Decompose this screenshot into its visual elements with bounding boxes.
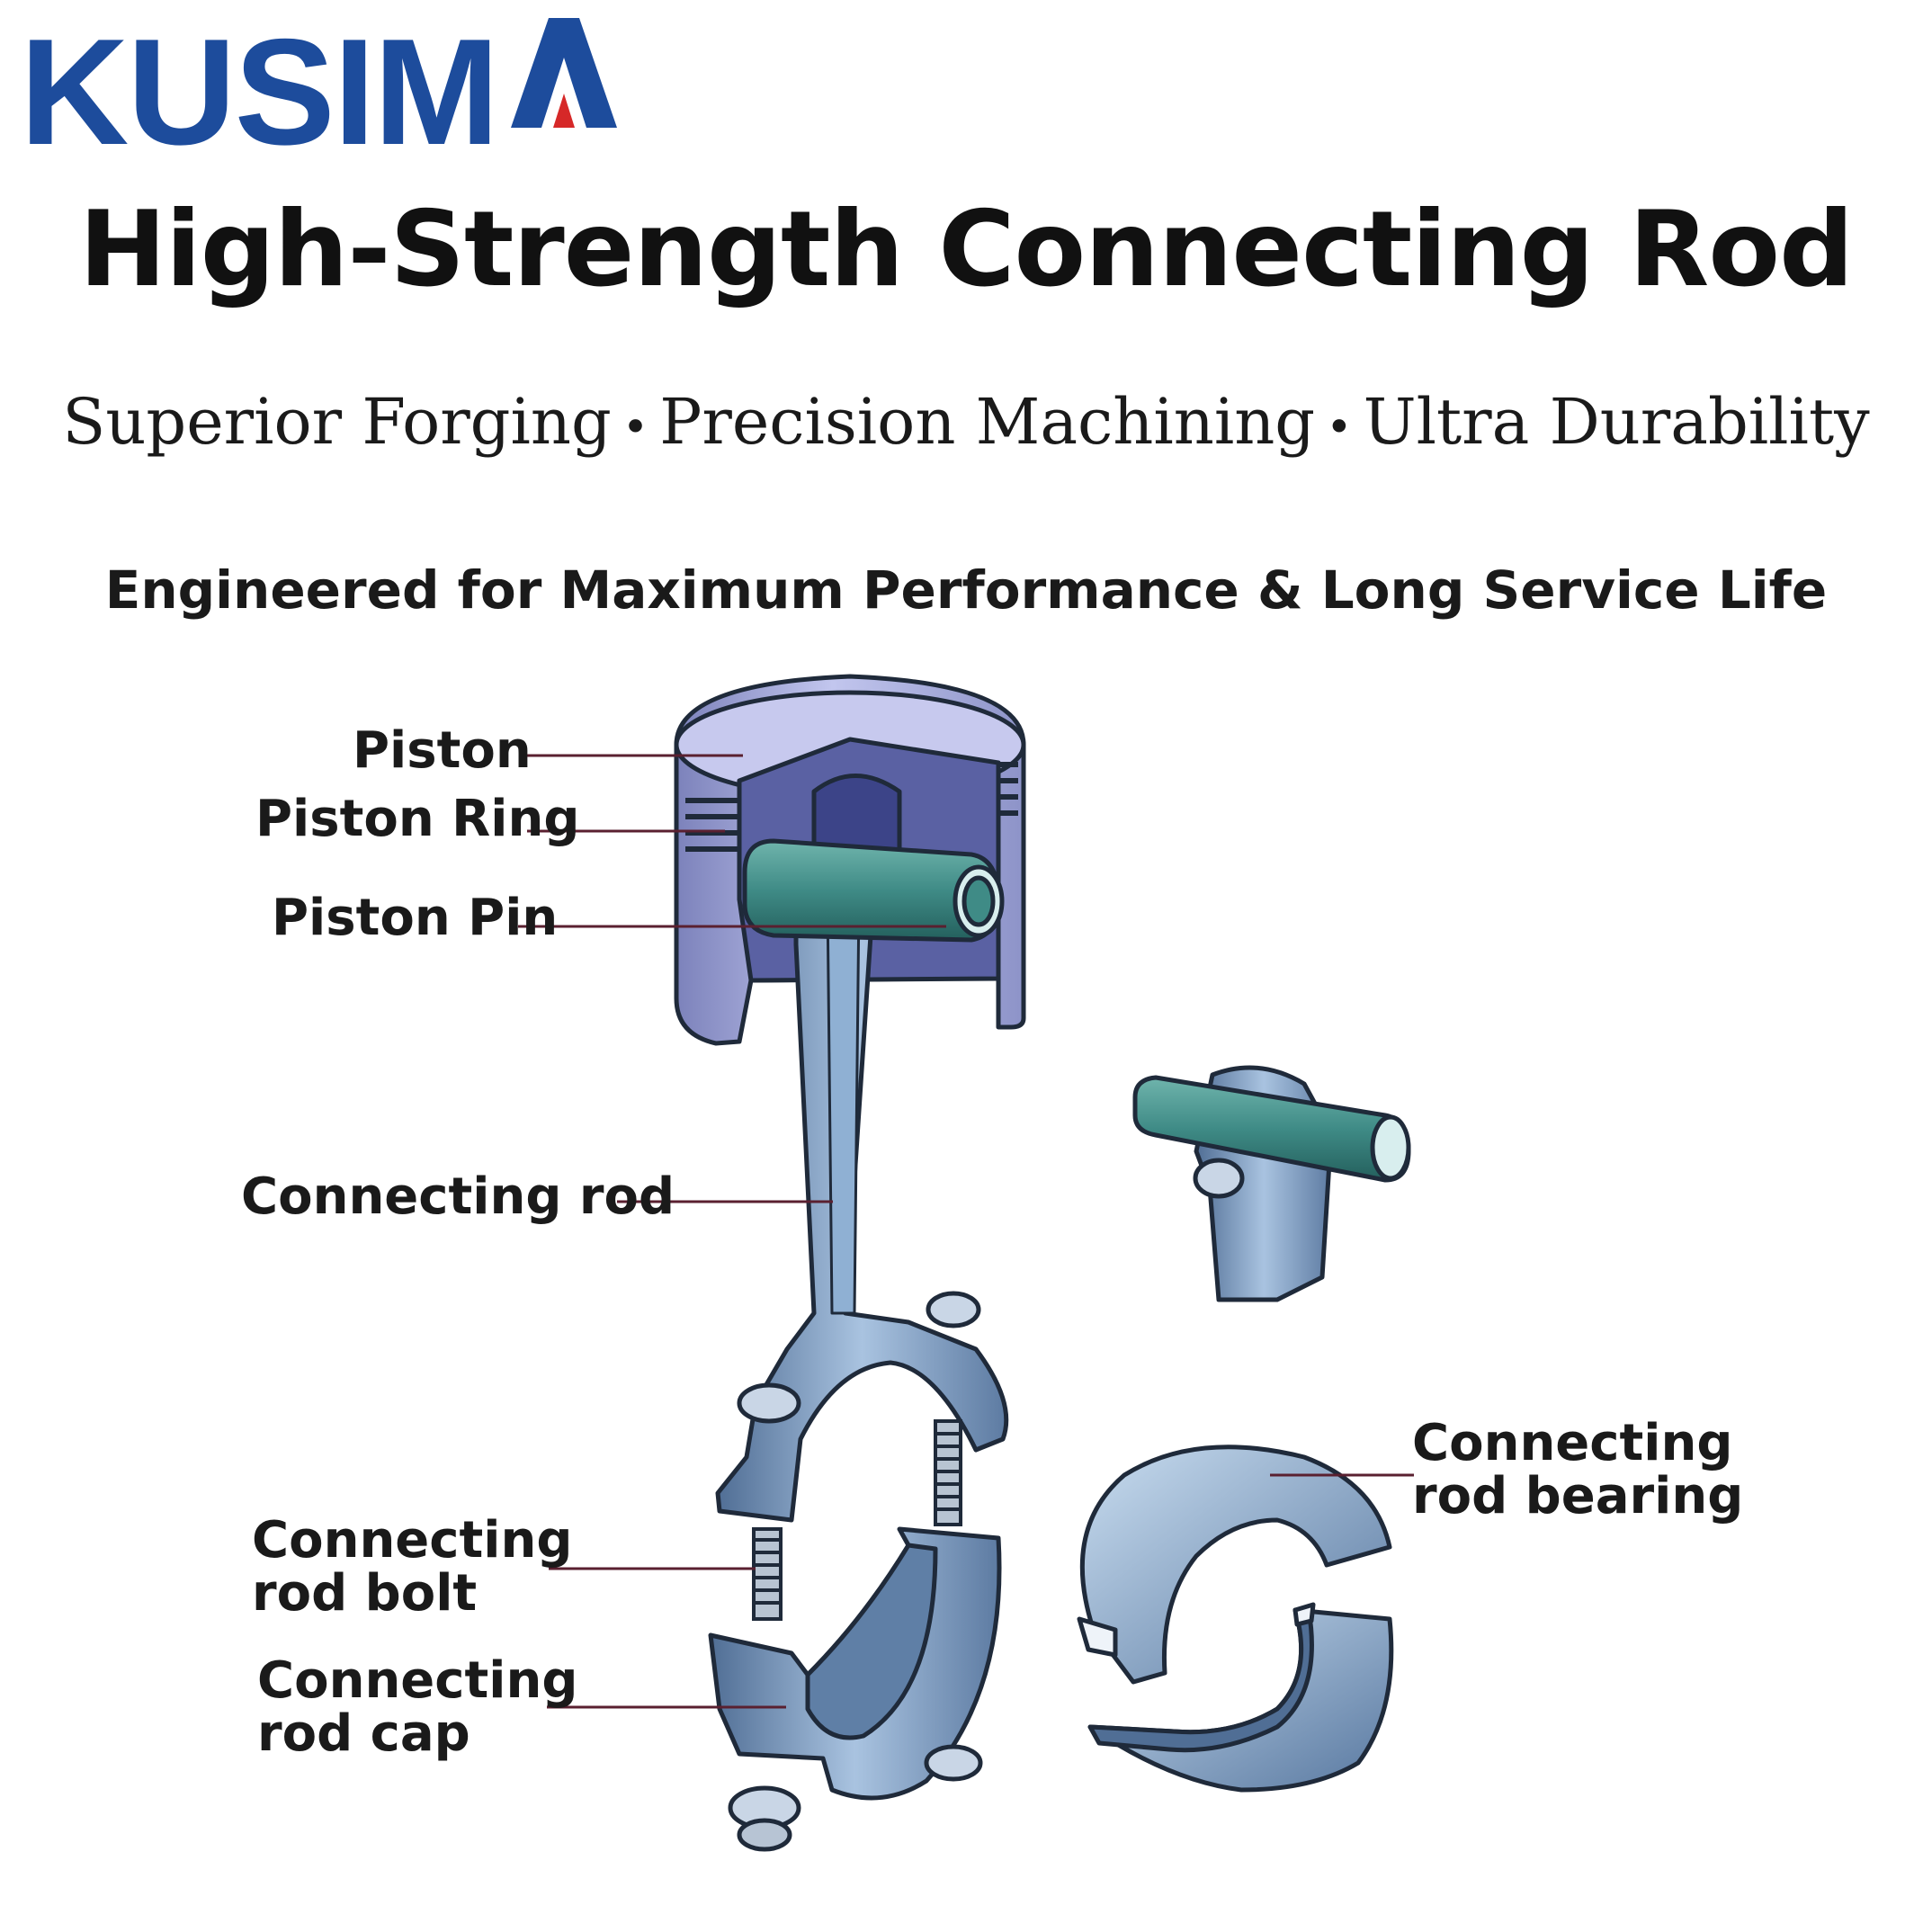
label-piston-ring: Piston Ring	[255, 790, 580, 848]
feature-line: Superior Forging•Precision Machining•Ult…	[0, 385, 1932, 459]
logo-text: KUSIM	[20, 7, 499, 176]
label-rod-bolt-line2: rod bolt	[252, 1563, 478, 1623]
label-piston: Piston	[353, 721, 532, 780]
rod-bolts	[752, 1419, 962, 1621]
page-title: High-Strength Connecting Rod	[78, 189, 1854, 310]
rod-cap-illustration	[708, 1526, 1002, 1852]
feature-machining: Precision Machining	[659, 385, 1316, 459]
rod-bearing-illustration	[1077, 1445, 1394, 1793]
bullet-separator: •	[1326, 401, 1353, 453]
label-rod-bearing-line2: rod bearing	[1412, 1466, 1744, 1525]
leader-lines	[518, 754, 1414, 1709]
tagline: Engineered for Maximum Performance & Lon…	[104, 559, 1828, 621]
feature-forging: Superior Forging	[62, 385, 612, 459]
brand-logo: KUSIM	[20, 16, 499, 167]
label-rod-bearing-line1: Connecting	[1412, 1414, 1733, 1472]
label-rod-cap-line2: rod cap	[257, 1704, 470, 1763]
small-end-detail-illustration	[1132, 1065, 1411, 1302]
logo-a-glyph	[511, 18, 617, 128]
label-rod-cap: Connecting rod cap	[257, 1651, 578, 1763]
label-rod-cap-line1: Connecting	[257, 1651, 578, 1710]
label-connecting-rod: Connecting rod	[241, 1167, 675, 1226]
label-piston-pin: Piston Pin	[272, 889, 559, 947]
connecting-rod-illustration	[715, 838, 1009, 1523]
label-rod-bolt: Connecting rod bolt	[252, 1511, 573, 1623]
bullet-separator: •	[622, 401, 649, 453]
label-rod-bearing: Connecting rod bearing	[1412, 1414, 1744, 1525]
label-rod-bolt-line1: Connecting	[252, 1511, 573, 1570]
feature-durability: Ultra Durability	[1363, 385, 1870, 459]
